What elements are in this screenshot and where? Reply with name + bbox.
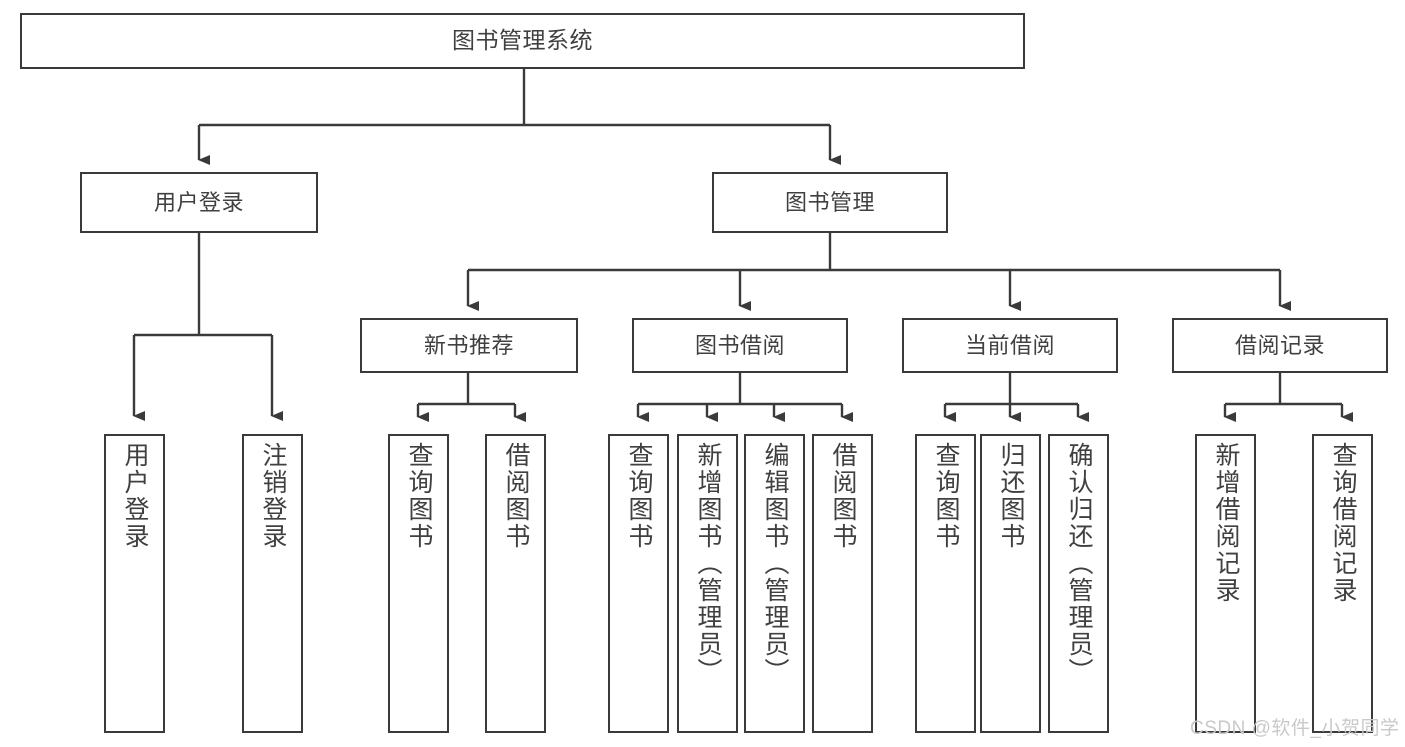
node-leaf-user-login-label: 用户登录 [121,442,149,550]
node-leaf-add-book[interactable]: 新增图书（管理员） [677,434,738,733]
node-leaf-borrow-book-2[interactable]: 借阅图书 [812,434,873,733]
node-borrow-record[interactable]: 借阅记录 [1172,318,1388,373]
node-leaf-borrow-book-1[interactable]: 借阅图书 [485,434,546,733]
node-borrow-record-label: 借阅记录 [1234,332,1325,358]
node-leaf-query-record[interactable]: 查询借阅记录 [1312,434,1373,733]
node-leaf-user-login[interactable]: 用户登录 [104,434,165,733]
node-leaf-query-book-1[interactable]: 查询图书 [388,434,449,733]
node-leaf-query-book-3[interactable]: 查询图书 [915,434,976,733]
node-current-borrow-label: 当前借阅 [964,332,1055,358]
node-leaf-user-logout-label: 注销登录 [259,442,287,550]
node-new-book-recommend[interactable]: 新书推荐 [360,318,578,373]
node-leaf-confirm-return[interactable]: 确认归还（管理员） [1048,434,1109,733]
node-book-borrow-label: 图书借阅 [694,332,785,358]
node-book-manage-label: 图书管理 [784,189,875,215]
node-new-book-recommend-label: 新书推荐 [423,332,514,358]
node-leaf-edit-book-label: 编辑图书（管理员） [761,442,789,685]
node-leaf-return-book[interactable]: 归还图书 [980,434,1041,733]
node-leaf-add-record[interactable]: 新增借阅记录 [1195,434,1256,733]
node-current-borrow[interactable]: 当前借阅 [902,318,1118,373]
node-leaf-borrow-book-2-label: 借阅图书 [829,442,857,550]
node-user-login-label: 用户登录 [153,189,244,215]
node-leaf-query-book-3-label: 查询图书 [932,442,960,550]
node-leaf-query-book-1-label: 查询图书 [405,442,433,550]
node-user-login[interactable]: 用户登录 [80,172,318,233]
node-leaf-user-logout[interactable]: 注销登录 [242,434,303,733]
node-leaf-borrow-book-1-label: 借阅图书 [502,442,530,550]
node-leaf-return-book-label: 归还图书 [997,442,1025,550]
node-leaf-edit-book[interactable]: 编辑图书（管理员） [744,434,805,733]
node-leaf-add-record-label: 新增借阅记录 [1212,442,1240,604]
csdn-watermark: CSDN @软件_小贺同学 [1190,718,1400,739]
node-leaf-add-book-label: 新增图书（管理员） [694,442,722,685]
node-book-manage[interactable]: 图书管理 [712,172,948,233]
node-root[interactable]: 图书管理系统 [20,13,1025,69]
node-leaf-confirm-return-label: 确认归还（管理员） [1065,442,1093,685]
node-leaf-query-book-2[interactable]: 查询图书 [608,434,669,733]
node-leaf-query-book-2-label: 查询图书 [625,442,653,550]
node-root-label: 图书管理系统 [452,27,593,54]
node-leaf-query-record-label: 查询借阅记录 [1329,442,1357,604]
node-book-borrow[interactable]: 图书借阅 [632,318,848,373]
